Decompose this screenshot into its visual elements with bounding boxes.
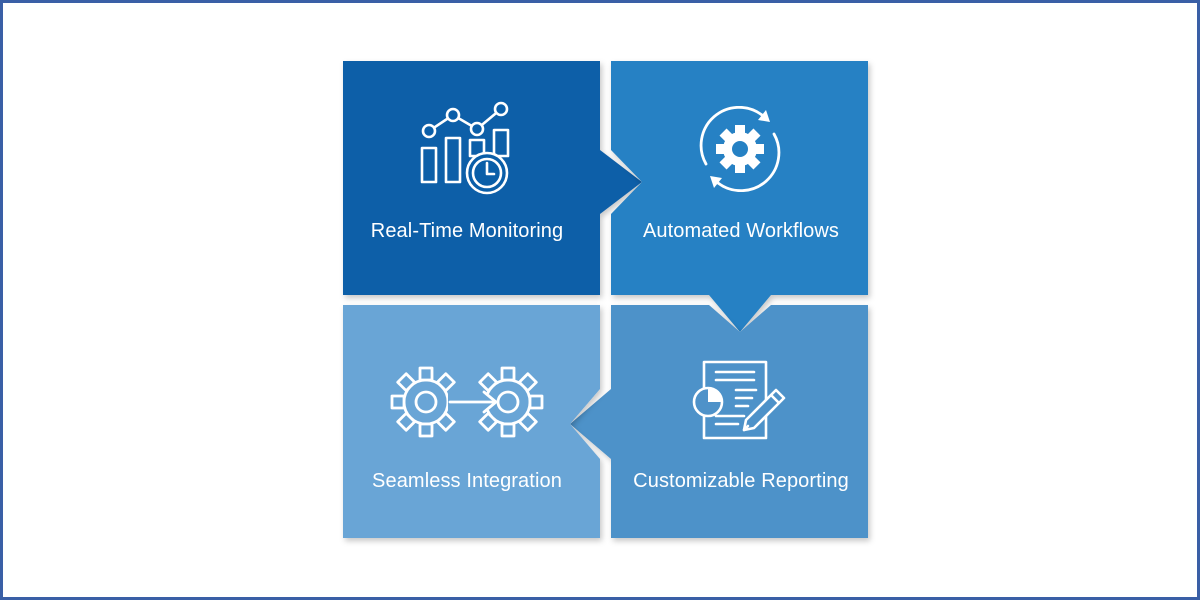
tile-label-automated-workflows: Automated Workflows <box>642 220 840 242</box>
bar-chart-clock-icon <box>420 101 510 195</box>
tile-label-real-time-monitoring: Real-Time Monitoring <box>370 220 564 242</box>
tile-customizable-reporting <box>570 305 868 538</box>
tile-label-seamless-integration: Seamless Integration <box>372 470 562 492</box>
tile-label-customizable-reporting: Customizable Reporting <box>633 470 849 492</box>
tile-automated-workflows <box>611 61 868 332</box>
gear-cycle-icon <box>699 106 781 192</box>
gears-arrow-icon <box>390 366 544 438</box>
report-pencil-icon <box>692 360 786 440</box>
tile-seamless-integration <box>343 305 600 538</box>
